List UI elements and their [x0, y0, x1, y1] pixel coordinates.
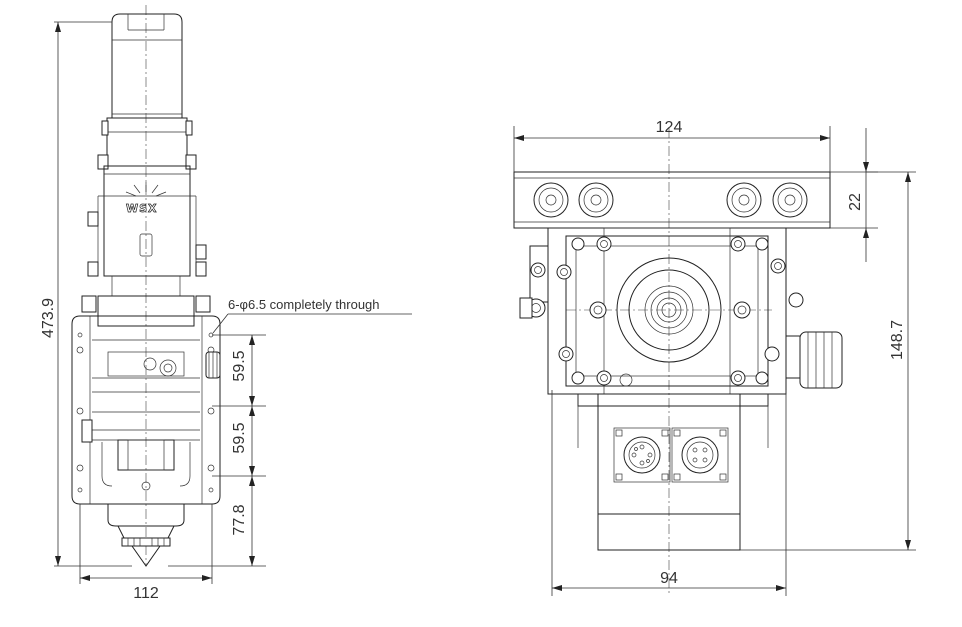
dim-hole-spacing-1-label: 59.5	[231, 350, 248, 381]
top-block	[513, 171, 831, 229]
brand-logo: WSX	[126, 182, 167, 215]
dim-top-height: 22	[830, 128, 878, 262]
fitting-4	[772, 182, 808, 218]
dim-hole-spacing-2-label: 59.5	[231, 422, 248, 453]
dim-hole-spacing: 59.5 59.5 77.8	[168, 334, 266, 567]
nozzle	[107, 503, 185, 567]
side-view: WSX	[40, 5, 412, 602]
dim-body-height-label: 148.7	[889, 320, 906, 360]
fitting-3	[726, 182, 762, 218]
logo-text: WSX	[126, 202, 158, 215]
dim-bottom-width: 94	[551, 390, 787, 596]
dim-top-width-label: 124	[656, 119, 683, 136]
dim-top-height-label: 22	[847, 193, 864, 211]
upper-housing: WSX	[87, 165, 207, 296]
dim-bottom-label: 77.8	[231, 504, 248, 535]
dim-bottom-width-label: 94	[660, 570, 678, 587]
dim-total-height-label: 473.9	[40, 298, 57, 338]
fitting-1	[533, 182, 569, 218]
hole-note: 6-φ6.5 completely through	[212, 297, 412, 334]
dim-top-width: 124	[513, 119, 831, 172]
fitting-2	[578, 182, 614, 218]
dim-width: 112	[79, 504, 213, 602]
connector-port-right	[681, 436, 719, 474]
connector-port-left	[623, 436, 661, 474]
front-view: 124 22 148.7 94	[513, 119, 916, 596]
dim-width-label: 112	[133, 585, 159, 602]
top-tube	[111, 13, 183, 119]
front-main-body	[519, 227, 843, 395]
hole-note-text: 6-φ6.5 completely through	[228, 297, 380, 312]
dim-body-height: 148.7	[740, 171, 916, 551]
connector-box	[577, 393, 769, 551]
dim-total-height: 473.9	[40, 21, 132, 567]
